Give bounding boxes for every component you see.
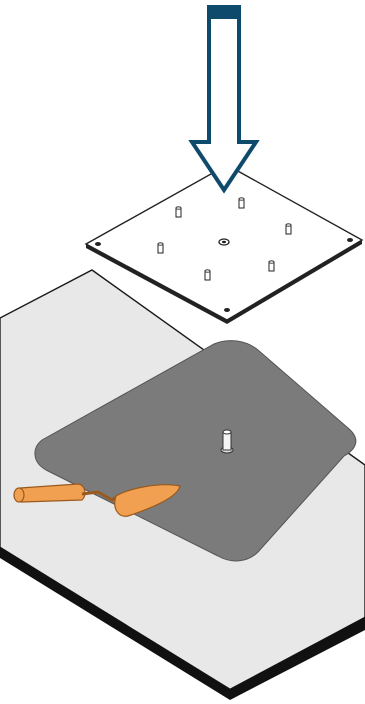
down-arrow-icon	[192, 5, 256, 190]
plate-pin	[269, 261, 274, 271]
plate-pin	[205, 270, 210, 280]
trowel-handle-end	[14, 488, 24, 502]
plate-corner-hole	[347, 238, 353, 242]
plate-pin	[176, 207, 181, 217]
plate-pin	[239, 198, 244, 208]
anchor-stud	[221, 430, 233, 453]
plate-pin	[286, 224, 291, 234]
plate-corner-hole	[224, 308, 230, 312]
arrow-outline	[192, 17, 256, 190]
plate-corner-hole	[95, 242, 101, 246]
plate-pin	[158, 243, 163, 253]
